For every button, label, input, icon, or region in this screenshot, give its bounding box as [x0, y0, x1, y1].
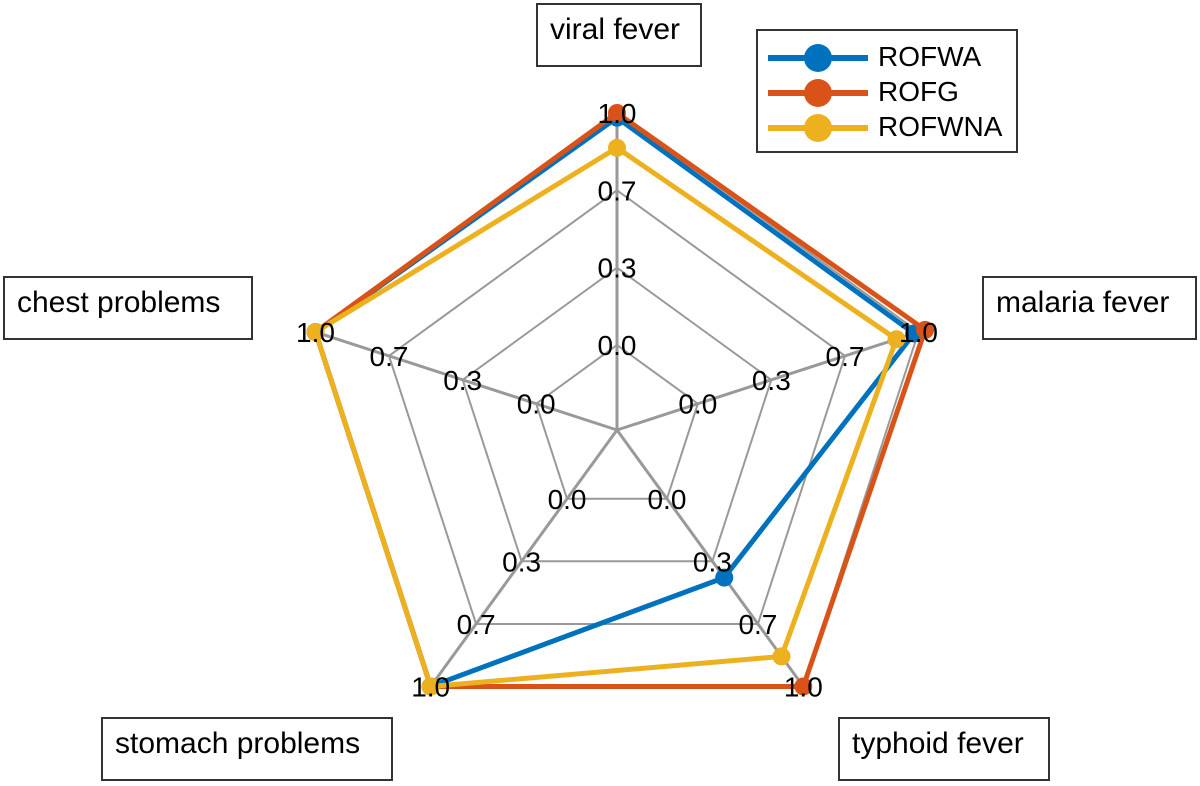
axis-spoke-3	[429, 429, 619, 688]
series-line-rofg	[313, 110, 928, 689]
axis-spoke-1	[616, 330, 919, 432]
axis-label-chest-problems: chest problems	[3, 276, 253, 340]
data-point-rofwna-4	[306, 323, 325, 342]
axis-label-malaria-fever: malaria fever	[982, 276, 1197, 340]
legend-item-rofwna[interactable]: ROFWNA	[758, 109, 1016, 147]
tick-label-axis0-ring0: 0.0	[598, 330, 637, 361]
legend-marker-rofg	[804, 79, 832, 107]
data-point-rofwna-1	[887, 330, 906, 349]
legend: ROFWA ROFG ROFWNA	[756, 29, 1018, 153]
tick-label-axis4-ring1: 0.3	[443, 365, 482, 396]
tick-label-axis3-ring3: 1.0	[411, 671, 450, 702]
tick-label-axis0-ring1: 0.3	[598, 253, 637, 284]
data-point-rofwna-3	[421, 677, 440, 696]
data-point-rofwa-2	[715, 568, 734, 587]
tick-label-axis3-ring1: 0.3	[502, 546, 541, 577]
data-point-rofg-1	[916, 320, 935, 339]
tick-label-axis3-ring0: 0.0	[548, 484, 587, 515]
series-line-rofwna	[313, 145, 899, 689]
axis-label-viral-fever: viral fever	[536, 3, 702, 67]
axis-label-typhoid-fever: typhoid fever	[838, 717, 1050, 781]
tick-label-axis1-ring2: 0.7	[826, 341, 865, 372]
legend-label-rofwa: ROFWA	[878, 41, 982, 72]
grid-ring-2	[387, 189, 847, 625]
series-layer	[306, 104, 935, 696]
legend-item-rofwa[interactable]: ROFWA	[758, 39, 1016, 77]
data-point-rofwna-2	[772, 647, 791, 666]
data-point-rofg-2	[794, 677, 813, 696]
tick-label-axis2-ring0: 0.0	[647, 484, 686, 515]
tick-label-axis4-ring3: 1.0	[296, 317, 335, 348]
tick-label-axis2-ring2: 0.7	[738, 609, 777, 640]
data-point-rofwna-0	[608, 138, 626, 157]
axis-label-stomach-problems: stomach problems	[101, 717, 393, 781]
tick-label-axis1-ring3: 1.0	[899, 317, 938, 348]
tick-labels: 0.00.00.00.00.00.30.30.30.30.30.70.70.70…	[296, 98, 938, 702]
legend-label-rofwna: ROFWNA	[878, 111, 1003, 142]
legend-item-rofg[interactable]: ROFG	[758, 74, 1016, 112]
legend-label-rofg: ROFG	[878, 76, 959, 107]
grid-ring-0	[534, 343, 700, 500]
tick-label-axis0-ring3: 1.0	[598, 98, 637, 129]
tick-label-axis2-ring1: 0.3	[693, 546, 732, 577]
series-rofwna	[306, 138, 906, 696]
data-point-rofg-0	[608, 104, 626, 122]
grid-ring-1	[461, 266, 773, 563]
tick-label-axis4-ring2: 0.7	[370, 341, 409, 372]
legend-marker-rofwa	[804, 44, 832, 72]
tick-label-axis3-ring2: 0.7	[457, 609, 496, 640]
tick-label-axis1-ring0: 0.0	[678, 389, 717, 420]
tick-label-axis1-ring1: 0.3	[752, 365, 791, 396]
tick-label-axis4-ring0: 0.0	[517, 389, 556, 420]
legend-marker-rofwna	[804, 114, 832, 142]
tick-label-axis0-ring2: 0.7	[598, 175, 637, 206]
axis-spoke-4	[315, 330, 618, 432]
tick-label-axis2-ring3: 1.0	[784, 671, 823, 702]
axis-spoke-2	[615, 429, 805, 688]
